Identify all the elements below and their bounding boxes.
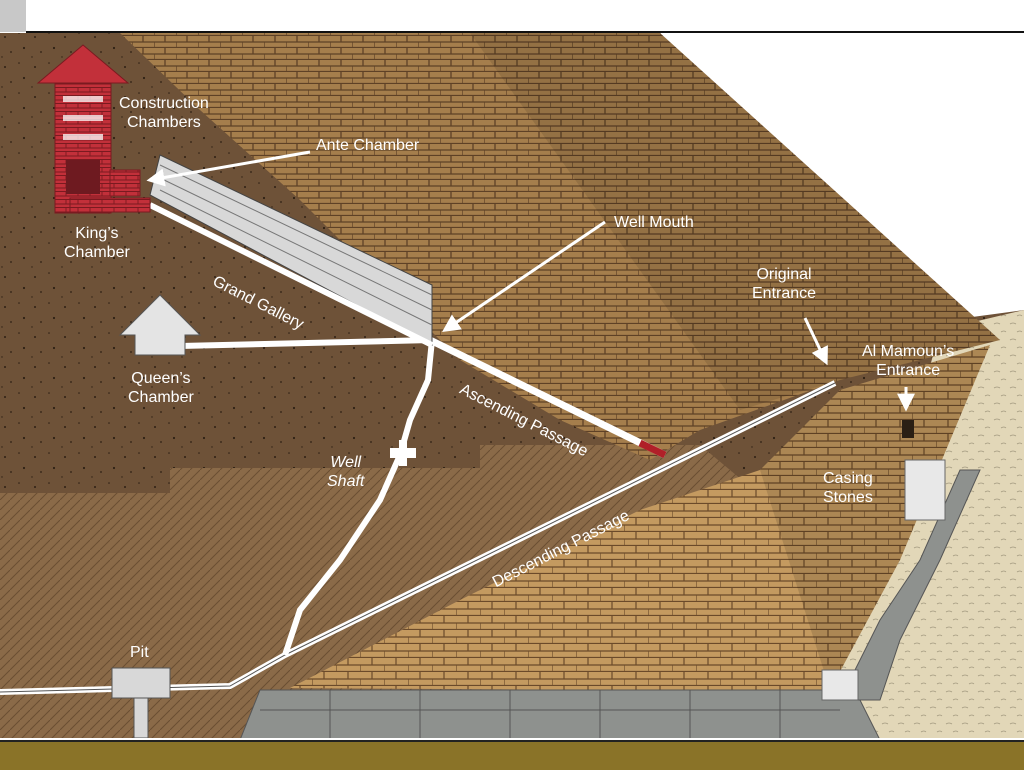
well-shaft-label: Well Shaft xyxy=(327,453,364,491)
ante-chamber-block xyxy=(109,169,141,197)
al-mamoun-label-line1: Al Mamoun’s xyxy=(862,343,955,360)
well-shaft-label-line1: Well xyxy=(330,454,362,471)
ascending-passage-tunnel xyxy=(428,336,667,459)
queens-chamber-label-line2: Chamber xyxy=(128,389,194,406)
original-entrance-label: Original Entrance xyxy=(752,265,816,303)
slide-footer-bar xyxy=(0,740,1024,770)
granite-plug xyxy=(638,439,667,459)
casing-stones-label-line1: Casing xyxy=(823,470,873,487)
header-divider xyxy=(26,31,1024,33)
well-mouth-arrow xyxy=(442,220,606,333)
corner-tab xyxy=(0,0,26,32)
kings-chamber-label: King’s Chamber xyxy=(64,224,130,262)
construction-chambers-label: Construction Chambers xyxy=(119,94,209,132)
casing-stone-blocks xyxy=(904,459,946,521)
pyramid-masonry-lower xyxy=(290,345,990,690)
well-shaft-label-line2: Shaft xyxy=(327,473,365,490)
pyramid-masonry-upper xyxy=(120,33,1000,460)
al-mamoun-tunnel xyxy=(902,420,914,438)
al-mamoun-entrance-label: Al Mamoun’s Entrance xyxy=(862,342,954,380)
base-casing-stones xyxy=(240,689,880,738)
casing-stones-label: Casing Stones xyxy=(823,469,873,507)
original-entrance-label-line1: Original xyxy=(756,266,812,283)
ante-chamber-arrow xyxy=(146,150,311,187)
well-shaft-tunnel xyxy=(282,339,435,656)
pyramid-cross-section-diagram xyxy=(0,33,1024,738)
side-casing-stones xyxy=(839,469,981,701)
construction-chambers-label-line1: Construction xyxy=(119,95,209,112)
kings-chamber-label-line2: Chamber xyxy=(64,244,130,261)
construction-chambers-label-line2: Chambers xyxy=(127,114,201,131)
sky-region xyxy=(660,33,1024,320)
kings-chamber-label-line1: King’s xyxy=(75,225,119,242)
ante-chamber-label: Ante Chamber xyxy=(316,137,420,154)
original-entrance-label-line2: Entrance xyxy=(752,285,817,302)
kings-chamber-room xyxy=(66,160,100,194)
original-entrance-arrow xyxy=(803,317,828,366)
subterranean-pit xyxy=(111,667,171,699)
well-mouth-label: Well Mouth xyxy=(614,214,694,231)
pit-label: Pit xyxy=(130,644,149,661)
queens-chamber-passage xyxy=(179,337,433,349)
queens-chamber-label-line1: Queen’s xyxy=(131,370,191,387)
slide-header xyxy=(0,0,1024,32)
queens-chamber-label: Queen’s Chamber xyxy=(128,369,194,407)
al-mamoun-label-line2: Entrance xyxy=(876,362,941,379)
queens-chamber-room xyxy=(118,294,202,356)
casing-stones-label-line2: Stones xyxy=(823,489,873,506)
